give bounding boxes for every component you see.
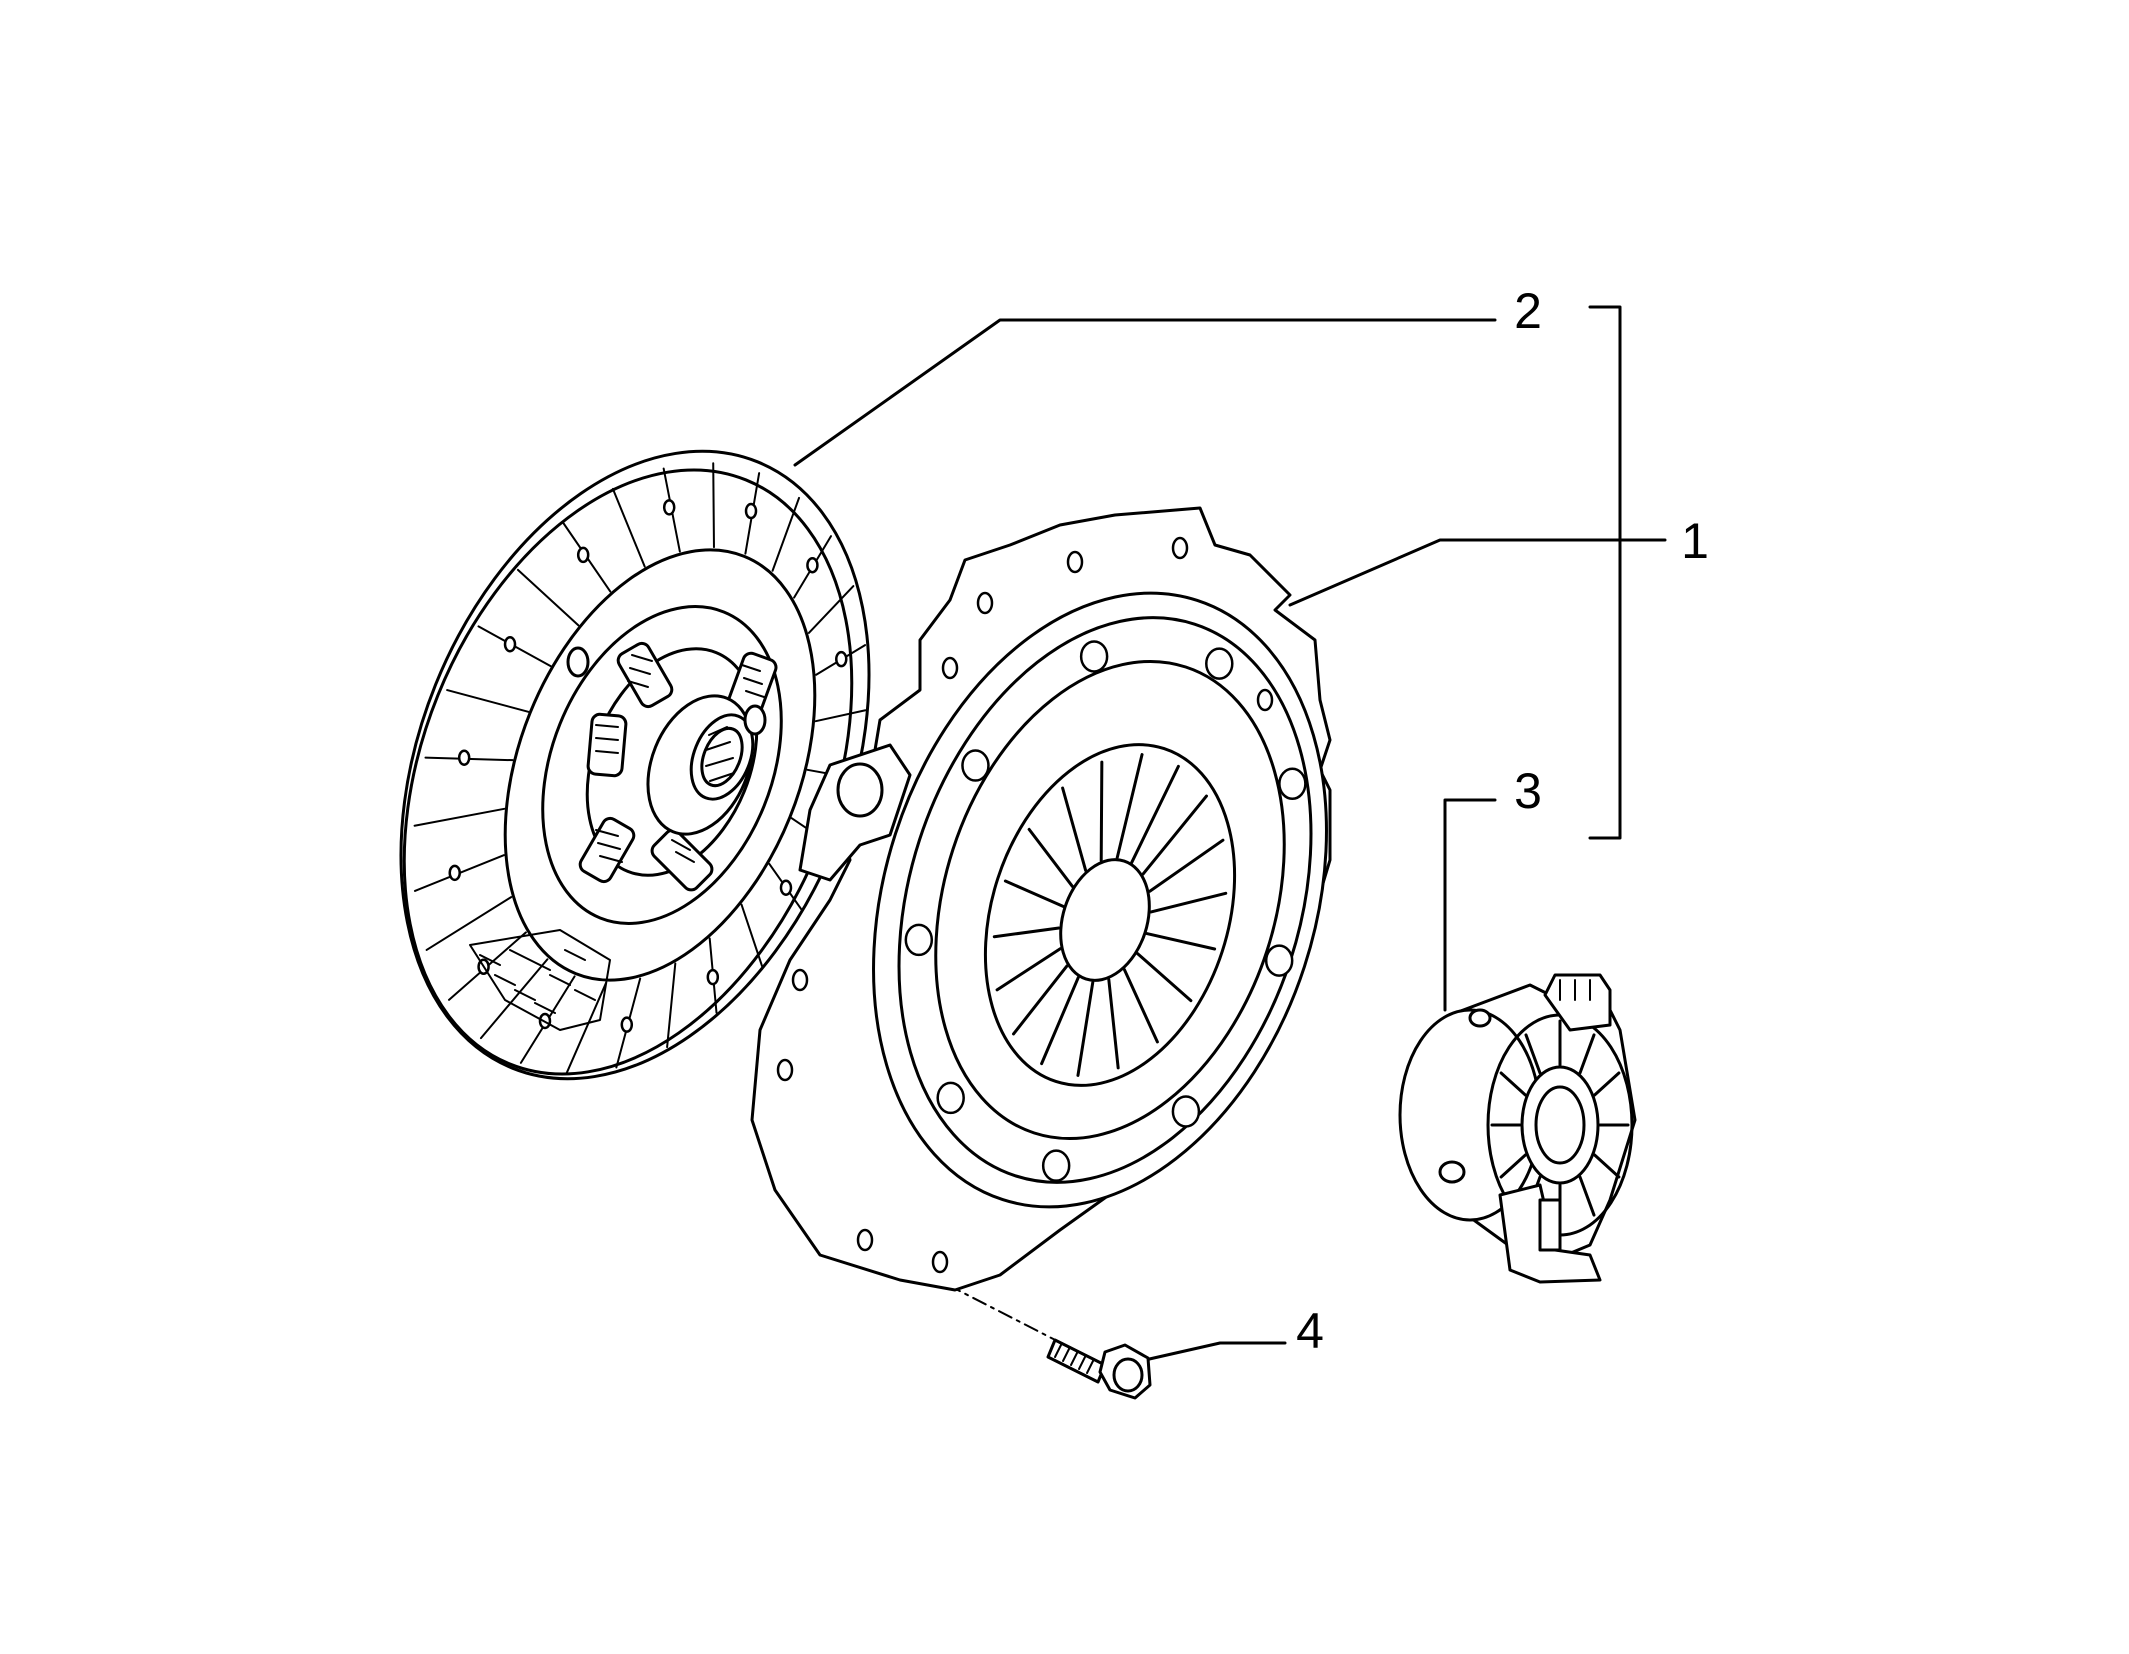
diaphragm-finger	[1061, 786, 1088, 872]
bearing-rib	[1499, 1153, 1527, 1179]
diaphragm-finger	[1012, 964, 1069, 1036]
diaphragm-finger	[1148, 838, 1225, 893]
bearing-rib	[1524, 1033, 1542, 1075]
rivet	[706, 968, 720, 986]
segment-line	[740, 903, 764, 968]
bolt	[1046, 1338, 1152, 1400]
leader-2	[793, 318, 1497, 467]
segment-line	[814, 709, 867, 723]
segment-line	[413, 807, 506, 827]
diaphragm-finger	[1040, 976, 1080, 1066]
leader-1	[1288, 538, 1667, 607]
rivet	[448, 864, 461, 882]
segment-line	[611, 487, 646, 568]
segment-line	[516, 568, 580, 627]
segment-line	[565, 981, 608, 1074]
segment-line	[771, 496, 801, 572]
bearing-ribs	[1490, 1019, 1630, 1231]
diaphragm-finger	[1027, 827, 1074, 888]
segment-line	[666, 962, 677, 1049]
rivet	[503, 636, 517, 653]
rivet	[744, 502, 758, 520]
callout-1[interactable]: 1	[1681, 513, 1709, 569]
segment-line	[446, 689, 530, 713]
rivet	[835, 650, 848, 668]
cover-hole	[1278, 767, 1307, 801]
diaphragm-finger	[1141, 794, 1208, 876]
bearing-clip-slot	[1538, 1198, 1562, 1252]
kit-bracket	[1588, 305, 1622, 840]
cover-hole	[961, 749, 990, 782]
friction-lining-hatch	[469, 929, 611, 1031]
bearing-rib	[1578, 1175, 1596, 1217]
cover-hole	[1171, 1095, 1201, 1128]
diaphragm-finger	[1122, 968, 1159, 1044]
diaphragm-finger	[1107, 978, 1120, 1070]
cover-hole	[936, 1081, 965, 1115]
bearing-rib	[1593, 1153, 1621, 1179]
rivet	[620, 1016, 634, 1033]
clutch-cover	[750, 506, 1332, 1292]
damper-springs	[578, 641, 778, 892]
bearing-rib	[1593, 1071, 1621, 1097]
cover-hole	[1264, 944, 1294, 977]
cover-bolt-holes	[904, 640, 1307, 1182]
rivet	[576, 546, 590, 564]
cover-hole	[1079, 640, 1109, 673]
bearing-clip-top	[1543, 973, 1612, 1032]
rivet	[779, 879, 793, 896]
cover-hole	[904, 923, 934, 957]
bearing-rib	[1499, 1071, 1527, 1097]
callout-3[interactable]: 3	[1514, 763, 1542, 819]
diaphragm-finger	[1003, 879, 1065, 908]
diaphragm-finger	[1130, 764, 1180, 864]
leader-4	[1143, 1341, 1287, 1362]
diaphragm-finger	[1076, 980, 1095, 1077]
diaphragm-finger	[992, 926, 1061, 939]
diaphragm-finger	[995, 947, 1062, 992]
diaphragm-finger	[1136, 952, 1193, 1003]
clutch-disc	[399, 449, 871, 1081]
segment-line	[425, 896, 513, 951]
diaphragm-fingers	[992, 753, 1228, 1077]
segment-line	[712, 462, 715, 549]
leader-3	[1443, 798, 1497, 1012]
flange-holes	[776, 536, 1274, 1274]
diaphragm-finger	[1145, 932, 1217, 951]
callout-2[interactable]: 2	[1514, 283, 1542, 339]
segment-line	[479, 958, 549, 1040]
cover-hole	[1041, 1149, 1071, 1182]
release-bearing	[1398, 973, 1637, 1284]
rivet	[457, 749, 471, 766]
diaphragm-finger	[1115, 753, 1144, 860]
rivet	[806, 556, 819, 574]
disc-rivets	[448, 499, 848, 1033]
rivet	[662, 499, 676, 516]
segment-line	[807, 585, 855, 634]
callout-4[interactable]: 4	[1296, 1303, 1324, 1359]
diaphragm-finger	[1149, 891, 1228, 914]
bearing-rib	[1578, 1033, 1596, 1075]
cover-hole	[1205, 647, 1234, 680]
diaphragm-finger	[1099, 760, 1104, 862]
hub-plate	[541, 605, 783, 925]
